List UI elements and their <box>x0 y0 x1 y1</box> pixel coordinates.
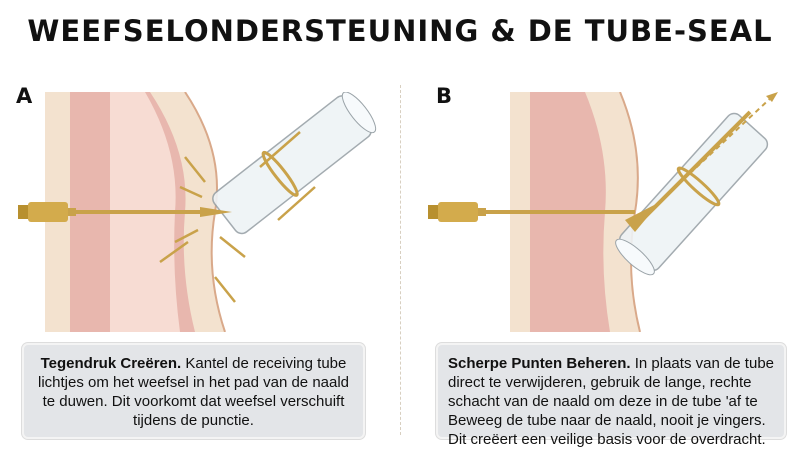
panel-divider <box>400 85 401 435</box>
needle-icon <box>428 110 752 232</box>
panel-a-caption: Tegendruk Creëren. Kantel de receiving t… <box>22 343 365 439</box>
receiving-tube <box>615 112 769 276</box>
needle-icon <box>18 202 232 222</box>
pressure-arrows <box>159 131 316 303</box>
panel-b-caption: Scherpe Punten Beheren. In plaats van de… <box>436 343 786 448</box>
receiving-tube <box>212 92 377 235</box>
direction-arrow <box>669 92 778 193</box>
panel-a-label: A <box>16 84 33 108</box>
panel-a-caption-heading: Tegendruk Creëren. <box>40 355 182 372</box>
panel-b-caption-text: In plaats van de tube direct te verwijde… <box>448 355 775 448</box>
panel-a-caption-text: Kantel de receiving tube lichtjes om het… <box>37 355 350 429</box>
panel-a-illustration <box>18 92 377 332</box>
panel-b-label: B <box>436 84 453 108</box>
panel-b-illustration <box>428 92 778 332</box>
panel-b-caption-heading: Scherpe Punten Beheren. <box>448 355 631 372</box>
page-title: WEEFSELONDERSTEUNING & DE TUBE-SEAL <box>27 14 773 48</box>
